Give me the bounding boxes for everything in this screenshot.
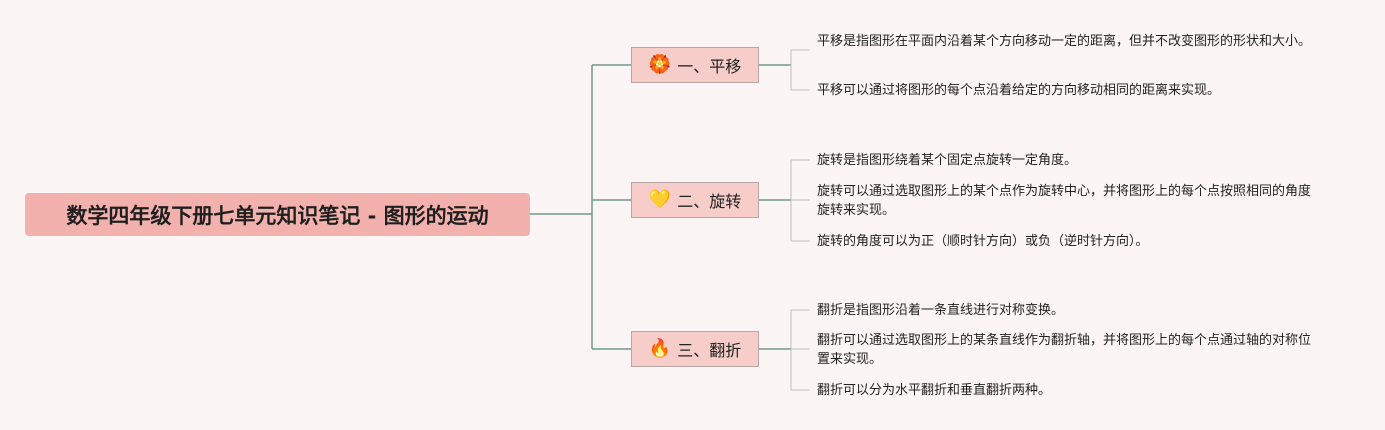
topic-translation[interactable]: 🏵️ 一、平移 [631,47,759,83]
note-reflection-2[interactable]: 翻折可以通过选取图形上的某条直线作为翻折轴，并将图形上的每个点通过轴的对称位置来… [817,331,1317,369]
note-rotation-2[interactable]: 旋转可以通过选取图形上的某个点作为旋转中心，并将图形上的每个点按照相同的角度旋转… [817,182,1317,220]
topic-label: 二、旋转 [677,192,742,211]
note-reflection-3[interactable]: 翻折可以分为水平翻折和垂直翻折两种。 [817,381,1317,400]
note-rotation-3[interactable]: 旋转的角度可以为正（顺时针方向）或负（逆时针方向）。 [817,232,1317,251]
root-title: 数学四年级下册七单元知识笔记 - 图形的运动 [66,203,489,228]
note-translation-1[interactable]: 平移是指图形在平面内沿着某个方向移动一定的距离，但并不改变图形的形状和大小。 [817,32,1317,51]
topic-label: 一、平移 [677,57,742,76]
root-topic[interactable]: 数学四年级下册七单元知识笔记 - 图形的运动 [25,193,530,236]
fire-icon: 🔥 [648,338,672,359]
topic-label: 三、翻折 [677,341,742,360]
note-translation-2[interactable]: 平移可以通过将图形的每个点沿着给定的方向移动相同的距离来实现。 [817,81,1317,100]
note-reflection-1[interactable]: 翻折是指图形沿着一条直线进行对称变换。 [817,301,1317,320]
topic-reflection[interactable]: 🔥 三、翻折 [631,331,759,367]
note-rotation-1[interactable]: 旋转是指图形绕着某个固定点旋转一定角度。 [817,151,1317,170]
medal-icon: 🏵️ [648,54,672,75]
yellow-heart-icon: 💛 [648,189,672,210]
topic-rotation[interactable]: 💛 二、旋转 [631,182,759,218]
